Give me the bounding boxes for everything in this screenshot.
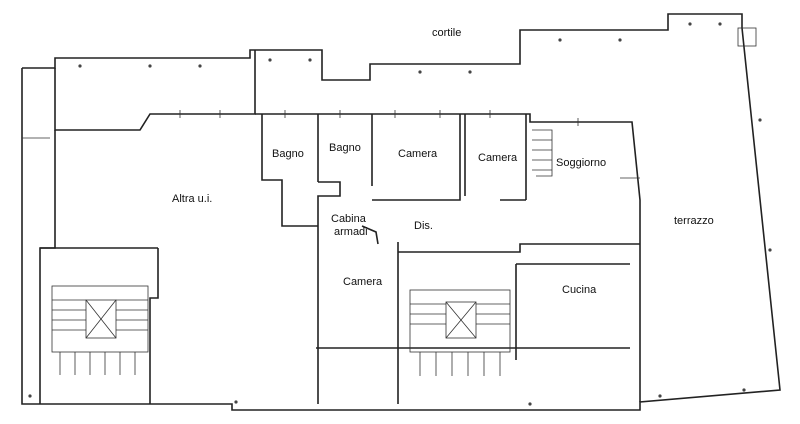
- label-altra-ui: Altra u.i.: [172, 193, 212, 205]
- stair-left: [51, 285, 149, 375]
- label-cucina: Cucina: [562, 284, 597, 296]
- label-terrazzo: terrazzo: [674, 215, 714, 227]
- window-marks: [22, 110, 640, 179]
- label-camera-3: Camera: [343, 276, 383, 288]
- stair-right: [409, 289, 511, 376]
- label-cortile: cortile: [432, 27, 461, 39]
- label-armadi: armadi: [334, 226, 368, 238]
- wall-dots: [28, 22, 772, 406]
- label-dis: Dis.: [414, 220, 433, 232]
- stair-small: [532, 129, 553, 177]
- label-bagno-2: Bagno: [329, 142, 361, 154]
- outer-walls: [21, 13, 781, 411]
- label-camera-2: Camera: [478, 152, 518, 164]
- label-soggiorno: Soggiorno: [556, 157, 606, 169]
- label-camera-1: Camera: [398, 148, 438, 160]
- terrace-pillar: [737, 27, 757, 47]
- interior-walls: [39, 114, 640, 404]
- label-bagno-1: Bagno: [272, 148, 304, 160]
- label-cabina: Cabina: [331, 213, 367, 225]
